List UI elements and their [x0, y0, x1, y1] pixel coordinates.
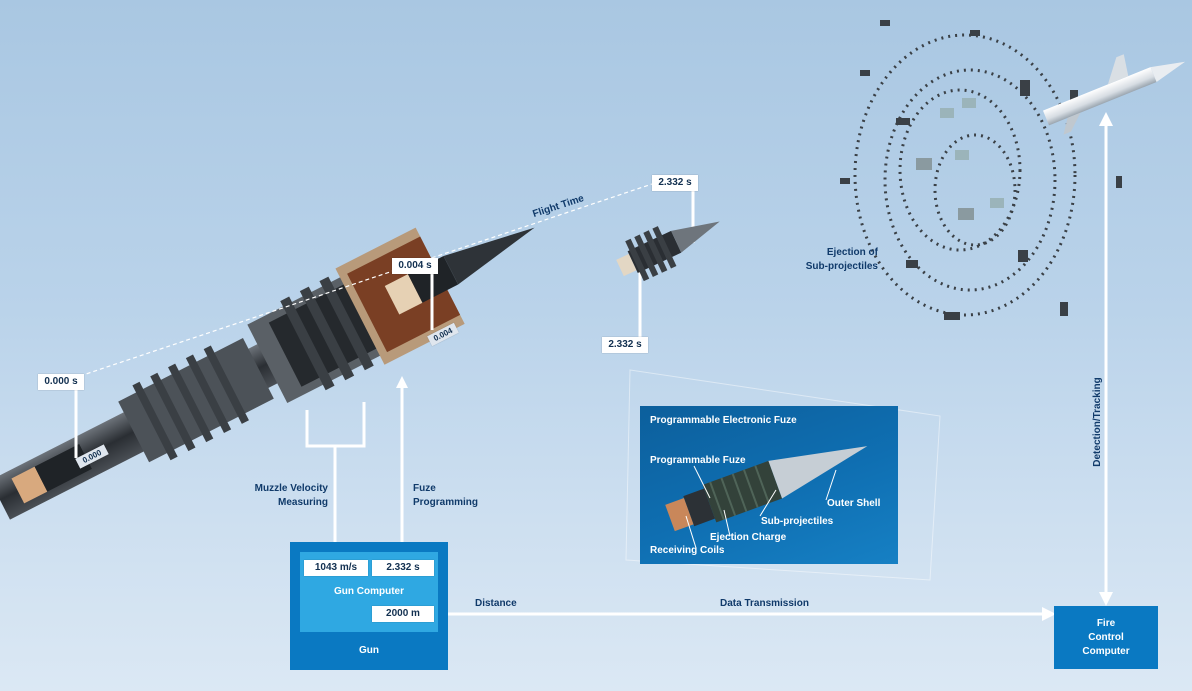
timestamp-flight-bottom: 2.332 s	[602, 337, 648, 353]
fuze-callout-outline	[625, 369, 941, 581]
fuze-programming-line1: Fuze	[413, 483, 436, 494]
ejection-label: Ejection of Sub-projectiles	[794, 246, 878, 274]
gun-box: 1043 m/s 2.332 s Gun Computer 2000 m Gun	[290, 542, 448, 670]
fuze-panel: Programmable Electronic Fuze Programmabl…	[640, 406, 898, 564]
fuze-label-ejection-charge: Ejection Charge	[710, 532, 787, 543]
distance-label: Distance	[475, 598, 517, 609]
fuze-programming-line2: Programming	[413, 497, 479, 508]
programmed-time-value: 2.332 s	[372, 560, 434, 576]
detection-tracking-arrow	[1099, 112, 1113, 606]
muzzle-velocity-line2: Measuring	[277, 497, 328, 508]
fuze-label-programmable-fuze: Programmable Fuze	[650, 455, 746, 466]
fuze-label-sub-projectiles: Sub-projectiles	[761, 516, 834, 527]
ejection-label-line2: Sub-projectiles	[805, 261, 878, 272]
sub-projectile-cloud	[840, 20, 1122, 320]
ejection-label-line1: Ejection of	[826, 247, 878, 258]
detection-tracking-label: Detection/Tracking	[1092, 377, 1103, 467]
gun-computer-title: Gun Computer	[334, 586, 404, 597]
fire-control-line2: Control	[1088, 632, 1124, 643]
gun-computer-panel: 1043 m/s 2.332 s Gun Computer 2000 m	[300, 552, 438, 632]
muzzle-velocity-value: 1043 m/s	[304, 560, 368, 576]
flight-time-trajectory	[79, 183, 653, 377]
fuze-programming-label: Fuze Programming	[413, 482, 478, 510]
timestamp-muzzle: 0.004 s	[392, 258, 438, 274]
fuze-label-outer-shell: Outer Shell	[827, 498, 881, 509]
distance-value: 2000 m	[372, 606, 434, 622]
fire-control-computer-box: Fire Control Computer	[1054, 606, 1158, 669]
fuze-label-receiving-coils: Receiving Coils	[650, 545, 725, 556]
fire-control-line3: Computer	[1082, 646, 1130, 657]
projectile-in-flight	[616, 221, 720, 282]
fuze-panel-title: Programmable Electronic Fuze	[650, 415, 797, 426]
connector-arrowheads	[329, 376, 408, 562]
data-transmission-label: Data Transmission	[720, 598, 809, 609]
timestamp-start: 0.000 s	[38, 374, 84, 390]
connector-lines	[74, 190, 695, 556]
muzzle-velocity-label: Muzzle Velocity Measuring	[238, 482, 328, 510]
fuze-shell-illustration	[665, 446, 868, 549]
timestamp-flight-top: 2.332 s	[652, 175, 698, 191]
muzzle-velocity-line1: Muzzle Velocity	[254, 483, 328, 494]
gun-title: Gun	[359, 645, 379, 656]
fire-control-line1: Fire	[1096, 618, 1116, 629]
target-missile	[1043, 54, 1186, 135]
